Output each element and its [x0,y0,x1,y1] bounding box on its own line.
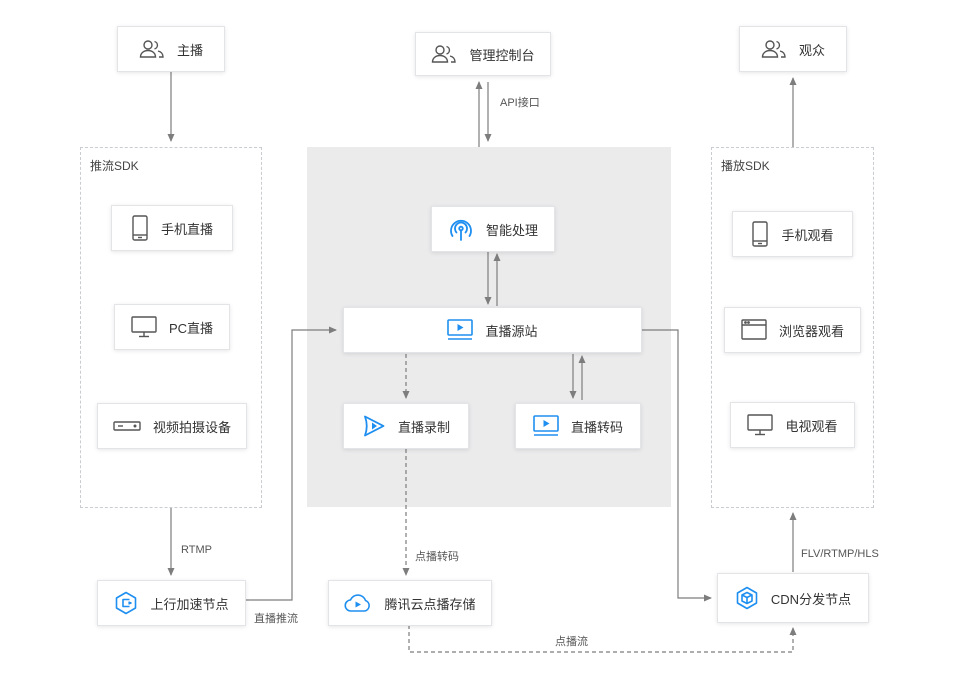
node-mobile-live[interactable]: 手机直播 [111,205,233,251]
play-sdk-group [711,147,874,508]
node-video-device[interactable]: 视频拍摄设备 [97,403,247,449]
push-sdk-label: 推流SDK [90,159,139,173]
edge-label-api: API接口 [500,97,540,109]
edge-label-vod-stream: 点播流 [555,636,588,648]
node-smart-processing[interactable]: 智能处理 [431,206,555,252]
node-audience[interactable]: 观众 [739,26,847,72]
node-browser-watch-label: 浏览器观看 [778,323,844,339]
play-badge-icon [362,414,386,438]
edge-label-rtmp: RTMP [181,544,212,556]
node-pc-live[interactable]: PC直播 [114,304,230,350]
node-mobile-watch-label: 手机观看 [781,227,834,243]
node-live-record[interactable]: 直播录制 [343,403,469,449]
cube-node-icon [114,591,138,615]
node-upstream[interactable]: 上行加速节点 [97,580,246,626]
monitor-icon [747,414,774,436]
node-vod-storage-label: 腾讯云点播存储 [384,596,476,612]
cloud-play-icon [344,592,372,614]
node-console[interactable]: 管理控制台 [415,32,551,76]
device-icon [113,420,141,432]
node-tv-watch[interactable]: 电视观看 [730,402,855,448]
node-tv-watch-label: 电视观看 [785,418,838,434]
phone-icon [131,215,149,241]
monitor-icon [131,316,157,338]
node-video-device-label: 视频拍摄设备 [152,419,231,435]
edge-origin-to-cdn [642,329,712,602]
node-vod-storage[interactable]: 腾讯云点播存储 [328,580,492,626]
node-live-record-label: 直播录制 [397,419,450,435]
push-sdk-group [80,147,262,508]
users-icon [431,44,457,64]
node-console-label: 管理控制台 [469,47,535,63]
video-player-icon [533,415,559,437]
node-anchor-label: 主播 [176,42,203,58]
users-icon [139,39,165,59]
edge-vod-to-cdn [408,625,797,653]
node-audience-label: 观众 [798,42,825,58]
node-mobile-live-label: 手机直播 [160,221,213,237]
node-live-transcode-label: 直播转码 [570,419,623,435]
node-pc-live-label: PC直播 [168,320,214,336]
node-live-origin[interactable]: 直播源站 [343,307,642,353]
node-cdn[interactable]: CDN分发节点 [717,573,869,623]
edge-upstream-to-origin [246,326,337,601]
users-icon [761,39,787,59]
video-player-icon [447,319,474,341]
node-anchor[interactable]: 主播 [117,26,225,72]
node-smart-processing-label: 智能处理 [485,222,538,238]
phone-icon [751,221,769,247]
node-upstream-label: 上行加速节点 [150,596,229,612]
cube-node-icon [735,586,759,610]
smart-processing-icon [448,216,474,242]
edge-label-vod-transcode: 点播转码 [415,551,459,563]
play-sdk-label: 播放SDK [721,159,770,173]
node-live-origin-label: 直播源站 [485,323,538,339]
node-cdn-label: CDN分发节点 [770,591,852,607]
edge-label-flv: FLV/RTMP/HLS [801,548,879,560]
edge-label-live-push: 直播推流 [254,613,298,625]
node-live-transcode[interactable]: 直播转码 [515,403,641,449]
node-browser-watch[interactable]: 浏览器观看 [724,307,861,353]
node-mobile-watch[interactable]: 手机观看 [732,211,853,257]
browser-window-icon [741,319,767,341]
